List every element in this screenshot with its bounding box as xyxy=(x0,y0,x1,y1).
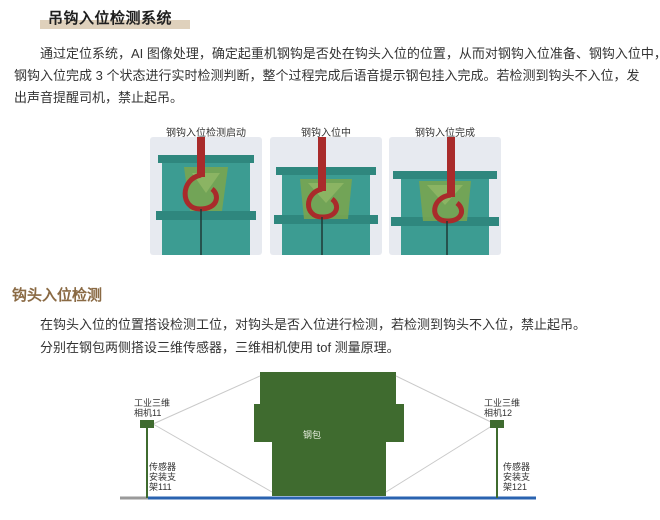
camera-left-line: 工业三维 xyxy=(134,398,171,408)
section-title-hook-head-detection: 钩头入位检测 xyxy=(12,287,103,304)
section-title-hook-positioning: 吊钩入位检测系统 xyxy=(48,10,173,27)
camera-left-label: 工业三维 相机11 xyxy=(134,398,170,418)
image-caption-start: 钢钩入位检测启动 xyxy=(166,128,246,139)
paragraph-line: 分别在钢包两侧搭设三维传感器，三维相机使用 tof 测量原理。 xyxy=(40,340,400,355)
support-left-line: 架111 xyxy=(149,482,172,492)
paragraph-line: 钢钩入位完成 3 个状态进行实时检测判断，整个过程完成后语音提示钢包挂入完成。若… xyxy=(14,68,640,83)
camera-left-line: 相机11 xyxy=(134,408,162,418)
support-right-line: 架121 xyxy=(503,482,528,492)
paragraph-line: 通过定位系统，AI 图像处理，确定起重机钢钩是否处在钩头入位的位置，从而对钢钩入… xyxy=(40,46,660,61)
hook-state-image-start xyxy=(150,137,262,255)
support-right-line: 传感器 xyxy=(503,462,531,472)
support-right-line: 安装支 xyxy=(503,472,531,482)
hook-state-image-progress xyxy=(270,137,382,255)
camera-right-label: 工业三维 相机12 xyxy=(484,398,520,418)
support-left-line: 安装支 xyxy=(149,472,177,482)
ladle-label: 钢包 xyxy=(303,430,322,440)
sensor-layout-diagram xyxy=(120,368,540,502)
paragraph-line: 在钩头入位的位置搭设检测工位，对钩头是否入位进行检测，若检测到钩头不入位，禁止起… xyxy=(40,317,587,332)
hook-state-image-complete xyxy=(389,137,501,255)
support-right-label: 传感器 安装支 架121 xyxy=(503,462,530,492)
heading-underline xyxy=(40,20,190,29)
support-left-label: 传感器 安装支 架111 xyxy=(149,462,176,492)
support-left-line: 传感器 xyxy=(149,462,177,472)
image-caption-complete: 钢钩入位完成 xyxy=(415,128,475,139)
camera-right-line: 工业三维 xyxy=(484,398,521,408)
paragraph-line: 出声音提醒司机，禁止起吊。 xyxy=(14,90,184,105)
image-caption-progress: 钢钩入位中 xyxy=(301,128,351,139)
camera-right-line: 相机12 xyxy=(484,408,513,418)
